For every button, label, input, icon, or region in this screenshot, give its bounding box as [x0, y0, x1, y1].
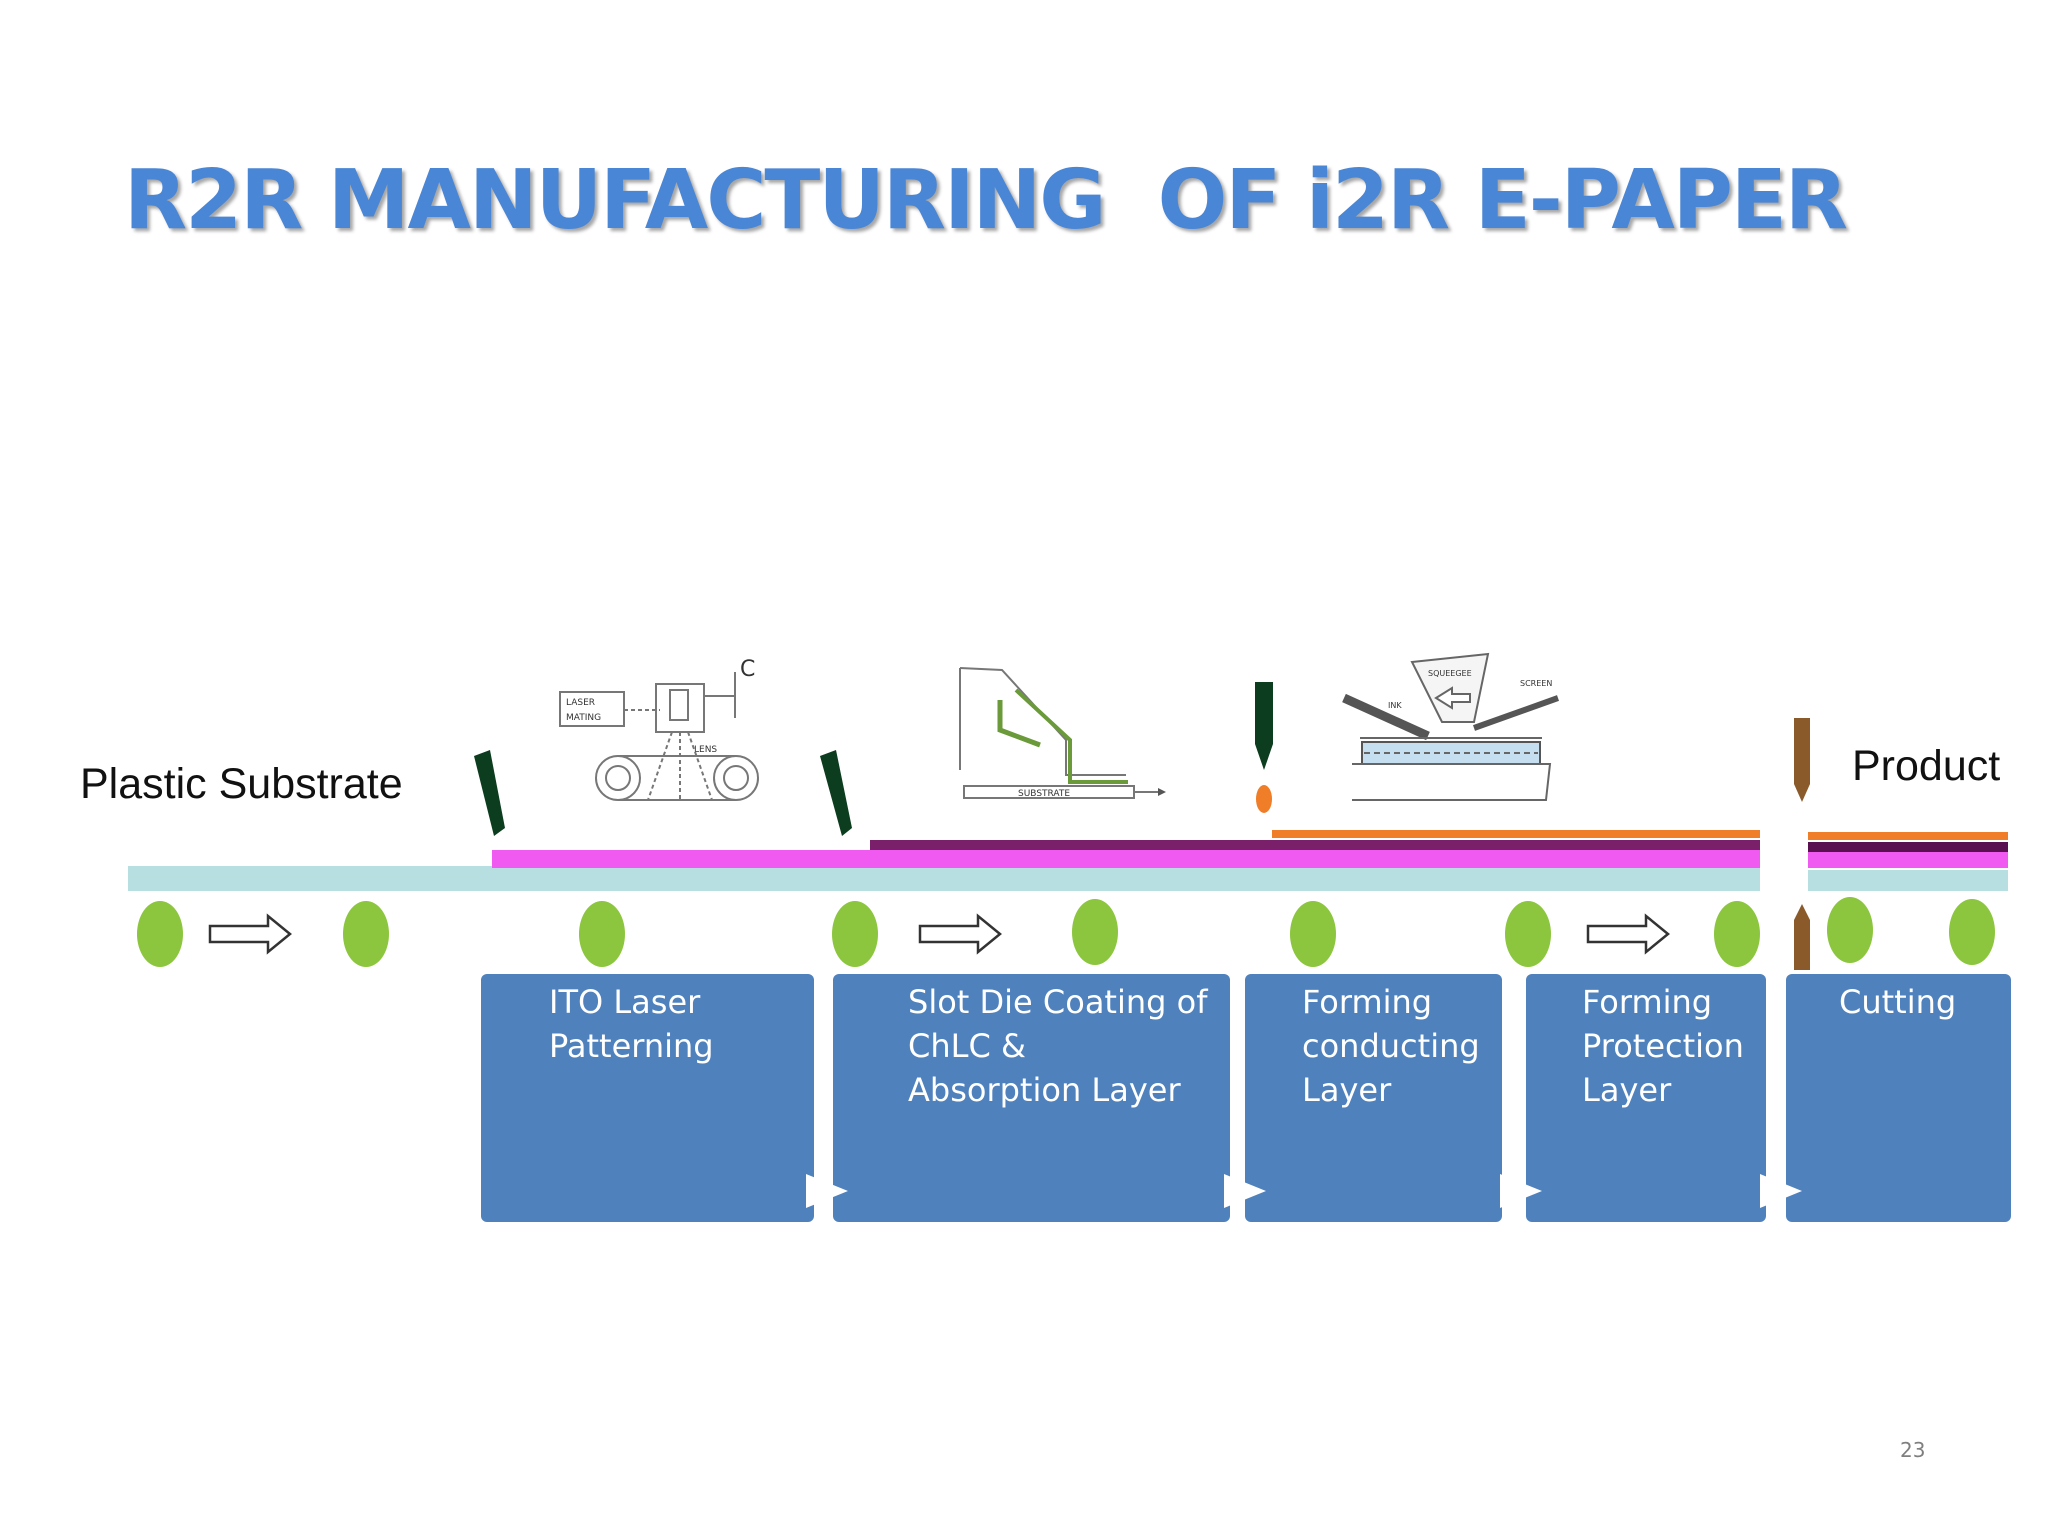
- roller-icon: [1714, 901, 1760, 967]
- direction-arrows: [208, 913, 1670, 955]
- laser-sketch-label-1: LASER: [566, 698, 595, 708]
- step-connector-icon: [1500, 1174, 1542, 1208]
- ito-layer-product: [1808, 852, 2008, 868]
- roller-icon: [832, 901, 878, 967]
- ito-layer: [492, 850, 1760, 868]
- step-connector-icon: [806, 1174, 848, 1208]
- roller-icon: [1505, 901, 1551, 967]
- laser-sketch-label-4: LENS: [694, 745, 717, 755]
- roller-icon: [1949, 899, 1995, 965]
- web-layer-stack: [128, 830, 2008, 891]
- plastic-substrate-layer: [128, 866, 1760, 891]
- screen-sketch-label-3: SCREEN: [1520, 679, 1552, 688]
- conducting-layer: [1272, 830, 1760, 838]
- laser-head-icon-2: [820, 750, 852, 836]
- step-box-ito-laser-patterning: ITO Laser Patterning: [481, 974, 814, 1222]
- slide-title: R2R MANUFACTURING OF i2R E-PAPER: [124, 153, 1848, 248]
- chlc-layer-product: [1808, 842, 2008, 852]
- step-label: Slot Die Coating of ChLC & Absorption La…: [908, 983, 1208, 1109]
- screen-sketch-label-2: INK: [1388, 701, 1402, 710]
- conducting-layer-product: [1808, 832, 2008, 840]
- laser-equipment-sketch: LASER MATING C LENS: [559, 657, 759, 801]
- substrate-product-segment: [1808, 870, 2008, 891]
- step-box-cutting: Cutting: [1786, 974, 2011, 1222]
- roller-icon: [137, 901, 183, 967]
- step-connector-icon: [1760, 1174, 1802, 1208]
- step-label: Forming conducting Layer: [1302, 983, 1480, 1109]
- right-arrow-icon: [1586, 913, 1670, 955]
- right-arrow-icon: [918, 913, 1002, 955]
- step-connector-icon: [1224, 1174, 1266, 1208]
- roller-icon: [1827, 897, 1873, 963]
- slot-die-sketch: SUBSTRATE: [959, 667, 1166, 799]
- page-number: 23: [1900, 1438, 1926, 1462]
- roller-row: [137, 897, 1995, 967]
- roller-icon: [1072, 899, 1118, 965]
- roller-icon: [1290, 901, 1336, 967]
- cutter-blade-icon-2: [1794, 904, 1810, 970]
- step-box-forming-conducting-layer: Forming conducting Layer: [1245, 974, 1502, 1222]
- step-label: Cutting: [1839, 983, 1957, 1021]
- right-arrow-icon: [208, 913, 292, 955]
- laser-sketch-label-3: C: [740, 657, 755, 682]
- substrate-label: Plastic Substrate: [80, 760, 403, 808]
- product-label: Product: [1852, 742, 2000, 790]
- cutter-blade-icon: [1794, 718, 1810, 802]
- laser-head-icon: [474, 750, 505, 836]
- step-box-forming-protection-layer: Forming Protection Layer: [1526, 974, 1766, 1222]
- chlc-absorption-layer: [870, 840, 1760, 850]
- step-label: Forming Protection Layer: [1582, 983, 1744, 1109]
- dispense-nozzle-icon: [1255, 682, 1273, 813]
- laser-sketch-label-2: MATING: [566, 713, 601, 723]
- step-label: ITO Laser Patterning: [549, 983, 714, 1065]
- step-box-slot-die-coating: Slot Die Coating of ChLC & Absorption La…: [833, 974, 1230, 1222]
- roller-icon: [579, 901, 625, 967]
- screen-sketch-label-1: SQUEEGEE: [1428, 669, 1472, 678]
- screen-print-sketch: SQUEEGEE INK SCREEN: [1342, 652, 1560, 801]
- roller-icon: [343, 901, 389, 967]
- slot-die-sketch-label: SUBSTRATE: [1018, 789, 1070, 799]
